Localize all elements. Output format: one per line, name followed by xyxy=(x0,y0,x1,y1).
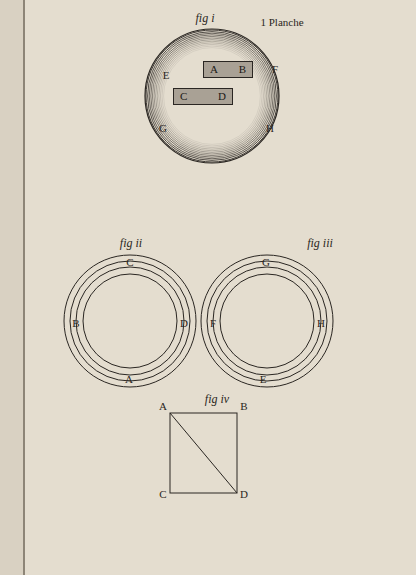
diagonal xyxy=(170,413,237,493)
shaded-block: CD xyxy=(173,88,233,105)
figure-number: fig ii xyxy=(120,237,142,249)
point-letter: G xyxy=(159,123,167,134)
point-letter: C xyxy=(126,257,133,268)
point-letter: A xyxy=(125,374,133,385)
point-letter: B xyxy=(72,318,79,329)
point-letter: F xyxy=(210,318,216,329)
sphere-outline xyxy=(145,29,279,163)
point-letter: E xyxy=(260,374,267,385)
facing-page xyxy=(0,0,24,575)
circles-fig-iii xyxy=(201,255,333,387)
plate-number: 1 Planche xyxy=(260,17,303,28)
point-letter: A xyxy=(210,64,218,75)
figure-number: fig i xyxy=(195,12,214,24)
shaded-block: AB xyxy=(203,61,253,78)
figure-number: fig iv xyxy=(205,393,229,405)
rectangle-fig-iv xyxy=(170,413,237,493)
point-letter: F xyxy=(272,64,278,75)
point-letter: D xyxy=(218,91,226,102)
point-letter: A xyxy=(159,401,167,412)
circles-fig-ii xyxy=(64,255,196,387)
point-letter: D xyxy=(240,489,248,500)
point-letter: B xyxy=(240,401,247,412)
sphere-shading xyxy=(146,30,278,162)
point-letter: H xyxy=(317,318,325,329)
page-gutter xyxy=(23,0,25,575)
point-letter: B xyxy=(239,64,246,75)
point-letter: E xyxy=(163,70,170,81)
point-letter: D xyxy=(180,318,188,329)
point-letter: H xyxy=(266,123,274,134)
point-letter: C xyxy=(180,91,187,102)
point-letter: C xyxy=(159,489,166,500)
point-letter: G xyxy=(262,257,270,268)
figure-number: fig iii xyxy=(307,237,333,249)
